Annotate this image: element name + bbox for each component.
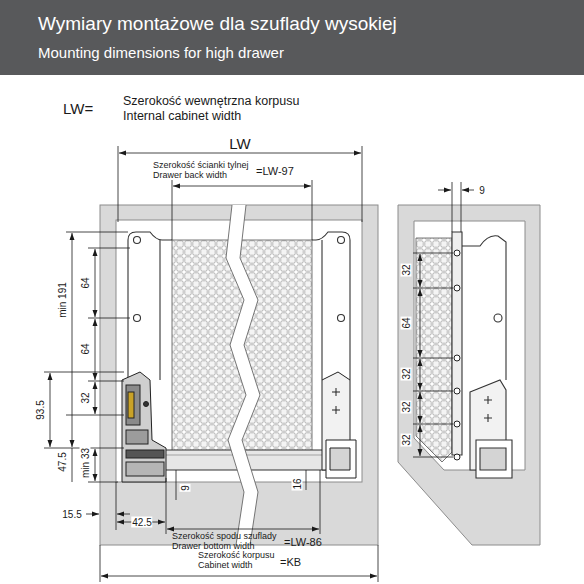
definition-text: Internal cabinet width bbox=[123, 110, 241, 124]
dimension-value: 32 bbox=[401, 367, 412, 380]
dimension-value: 42.5 bbox=[131, 517, 152, 528]
definition-text: Szerokość wewnętrzna korpusu bbox=[123, 95, 299, 109]
dimension-value: 15.5 bbox=[61, 509, 82, 520]
dimension-label: LW bbox=[229, 136, 250, 153]
legend-key: LW= bbox=[63, 101, 93, 118]
dimension-value: =KB bbox=[280, 556, 301, 568]
header-band: Wymiary montażowe dla szuflady wysokiejM… bbox=[0, 0, 584, 75]
dimension-value: 16 bbox=[292, 477, 303, 490]
dimension-value: min 33 bbox=[80, 447, 91, 479]
dimension-value: =LW-97 bbox=[256, 165, 294, 177]
header-title: Wymiary montażowe dla szuflady wysokiej bbox=[38, 13, 397, 35]
dimension-value: 93.5 bbox=[35, 399, 46, 420]
dimension-value: min 191 bbox=[57, 281, 68, 319]
dimension-note: Szerokość spodu szuflady bbox=[172, 532, 277, 542]
dimension-value: 64 bbox=[80, 342, 91, 355]
dimension-note: Drawer back width bbox=[153, 171, 227, 181]
dimension-value: 64 bbox=[401, 316, 412, 329]
header-subtitle: Mounting dimensions for high drawer bbox=[38, 44, 284, 61]
dimension-value: 9 bbox=[479, 185, 485, 196]
dimension-value: =LW-86 bbox=[284, 536, 322, 548]
dimension-value: 47.5 bbox=[57, 451, 68, 472]
dimension-value: Cabinet width bbox=[198, 561, 253, 571]
dimension-note: Szerokość korpusu bbox=[198, 551, 275, 561]
dimension-value: 64 bbox=[80, 276, 91, 289]
dimension-value: 32 bbox=[401, 400, 412, 413]
dimension-value: 32 bbox=[401, 263, 412, 276]
dimension-value: 32 bbox=[401, 433, 412, 446]
dimension-value: 9 bbox=[180, 484, 191, 492]
dimension-note: Szerokość ścianki tylnej bbox=[153, 161, 249, 171]
dimension-value: 32 bbox=[80, 391, 91, 404]
